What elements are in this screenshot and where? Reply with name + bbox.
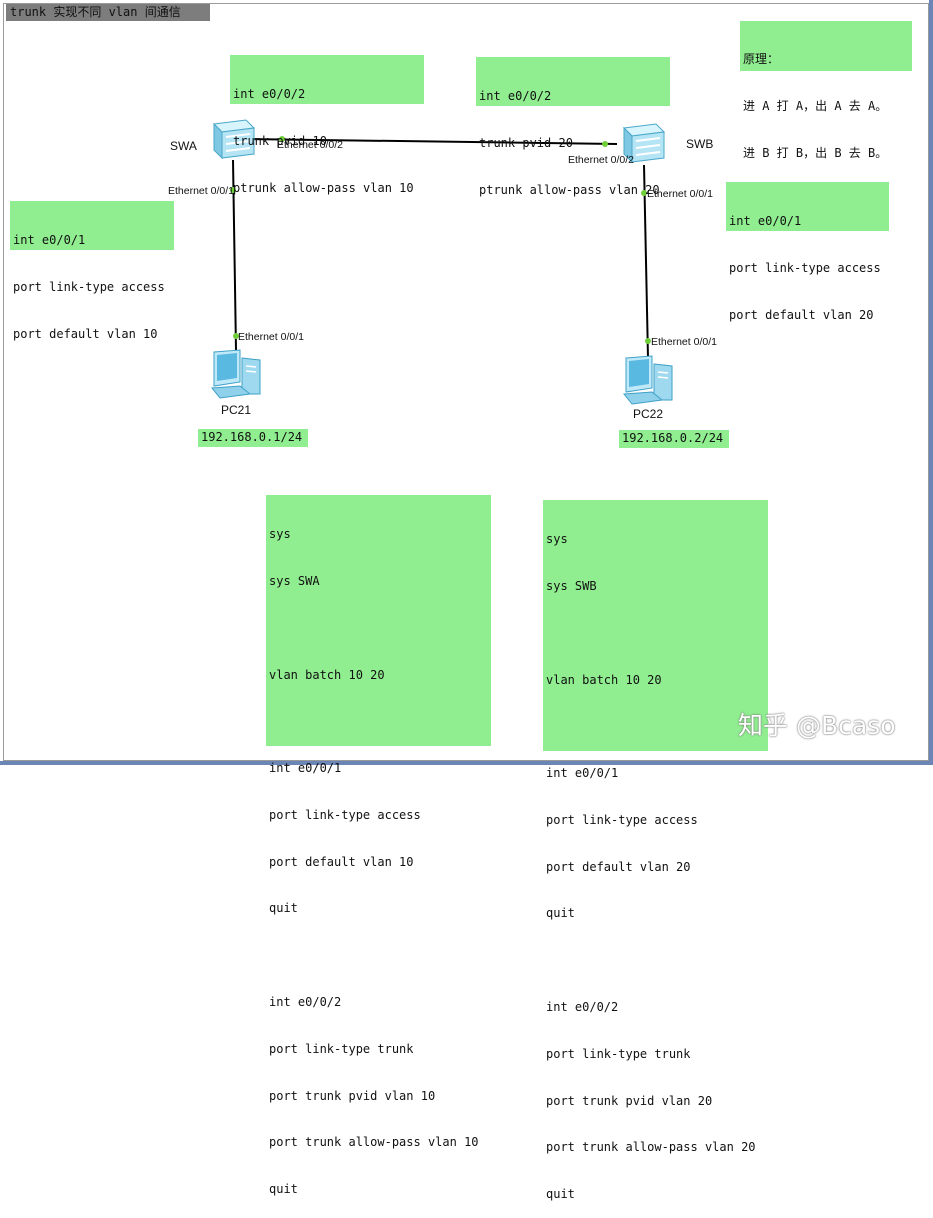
port-dot-swb-e001: [641, 190, 647, 196]
note-line: trunk pvid 20: [479, 135, 573, 150]
note-line: ptrunk allow-pass vlan 10: [233, 180, 414, 195]
pc21-icon[interactable]: [206, 348, 266, 400]
principle-line: 原理：: [743, 52, 780, 67]
config-line: sys SWA: [269, 573, 320, 588]
port-label-pc22-e001: Ethernet 0/0/1: [651, 336, 717, 348]
port-dot-swa-e001: [230, 187, 236, 193]
swa-trunk-note: int e0/0/2 trunk pvid 10 ptrunk allow-pa…: [230, 55, 424, 195]
port-dot-pc22-e001: [645, 338, 651, 344]
port-label-swb-e001: Ethernet 0/0/1: [647, 188, 713, 200]
note-line: ptrunk allow-pass vlan 20: [479, 182, 660, 197]
port-label-swa-e001: Ethernet 0/0/1: [168, 185, 234, 197]
config-line: port default vlan 20: [546, 859, 691, 874]
config-line: int e0/0/2: [269, 995, 342, 1009]
config-line: port link-type trunk: [269, 1041, 414, 1056]
config-line: port link-type access: [269, 807, 421, 822]
pc22-icon[interactable]: [618, 354, 678, 406]
config-line: port link-type access: [546, 812, 698, 827]
config-line: int e0/0/1: [269, 761, 342, 776]
watermark: 知乎 @Bcaso: [738, 711, 896, 740]
config-line: [269, 714, 488, 730]
swb-config-note: sys sys SWB vlan batch 10 20 int e0/0/1 …: [543, 500, 768, 1201]
config-line: [269, 948, 488, 964]
link-swb-pc22: [643, 164, 649, 359]
config-line: sys SWB: [546, 578, 597, 593]
swb-trunk-note: int e0/0/2 trunk pvid 20 ptrunk allow-pa…: [476, 57, 670, 197]
config-line: [546, 719, 765, 735]
link-swa-swb: [247, 138, 618, 145]
port-label-pc21-e001: Ethernet 0/0/1: [238, 331, 304, 343]
principle-note: 原理： 进 A 打 A，出 A 去 A。 进 B 打 B，出 B 去 B。: [740, 21, 912, 160]
config-line: int e0/0/2: [546, 1000, 619, 1014]
port-dot-pc21-e001: [233, 333, 239, 339]
principle-line: 进 A 打 A，出 A 去 A。: [743, 98, 888, 113]
pc21-label: PC21: [221, 403, 252, 417]
port-label-swa-e002: Ethernet 0/0/2: [277, 139, 343, 151]
config-line: sys: [546, 532, 568, 547]
switch-swb-icon[interactable]: [618, 122, 666, 164]
config-line: [269, 621, 488, 637]
config-line: vlan batch 10 20: [546, 672, 662, 687]
note-line: port link-type access: [13, 279, 165, 294]
note-line: port default vlan 10: [13, 326, 158, 341]
port-dot-swb-e002: [602, 141, 608, 147]
swa-config-note: sys sys SWA vlan batch 10 20 int e0/0/1 …: [266, 495, 491, 1196]
config-line: [546, 626, 765, 642]
port-label-swb-e002: Ethernet 0/0/2: [568, 154, 634, 166]
window-border-bottom: [0, 761, 933, 765]
switch-swa-label: SWA: [170, 139, 197, 153]
note-line: int e0/0/1: [729, 214, 802, 229]
window-border-right: [929, 0, 933, 765]
topology-links: [230, 136, 651, 359]
note-line: trunk pvid 10: [233, 133, 327, 148]
switch-swa-icon[interactable]: [208, 118, 256, 160]
swa-access-note: int e0/0/1 port link-type access port de…: [10, 201, 174, 341]
note-line: port default vlan 20: [729, 307, 874, 322]
config-line: int e0/0/1: [546, 766, 619, 781]
config-line: port default vlan 10: [269, 854, 414, 869]
config-line: port trunk allow-pass vlan 20: [546, 1140, 756, 1155]
note-line: int e0/0/1: [13, 233, 86, 248]
config-line: [546, 953, 765, 969]
note-line: int e0/0/2: [233, 87, 306, 102]
note-line: port link-type access: [729, 260, 881, 275]
config-line: port trunk pvid vlan 10: [269, 1088, 436, 1103]
config-line: quit: [546, 1187, 575, 1202]
switch-swb-label: SWB: [686, 137, 714, 151]
config-line: port trunk pvid vlan 20: [546, 1093, 713, 1108]
diagram-title: trunk 实现不同 vlan 间通信: [6, 4, 210, 21]
config-line: port link-type trunk: [546, 1046, 691, 1061]
config-line: vlan batch 10 20: [269, 667, 385, 682]
config-line: quit: [269, 1182, 298, 1197]
config-line: sys: [269, 527, 291, 542]
pc22-ip-note: 192.168.0.2/24: [619, 430, 729, 448]
config-line: port trunk allow-pass vlan 10: [269, 1135, 479, 1150]
note-line: int e0/0/2: [479, 89, 552, 104]
config-line: quit: [546, 906, 575, 921]
swb-access-note: int e0/0/1 port link-type access port de…: [726, 182, 889, 322]
principle-line: 进 B 打 B，出 B 去 B。: [743, 145, 888, 160]
port-dot-swa-e002: [279, 136, 285, 142]
pc21-ip-note: 192.168.0.1/24: [198, 429, 308, 447]
pc22-label: PC22: [633, 407, 664, 421]
config-line: quit: [269, 901, 298, 916]
